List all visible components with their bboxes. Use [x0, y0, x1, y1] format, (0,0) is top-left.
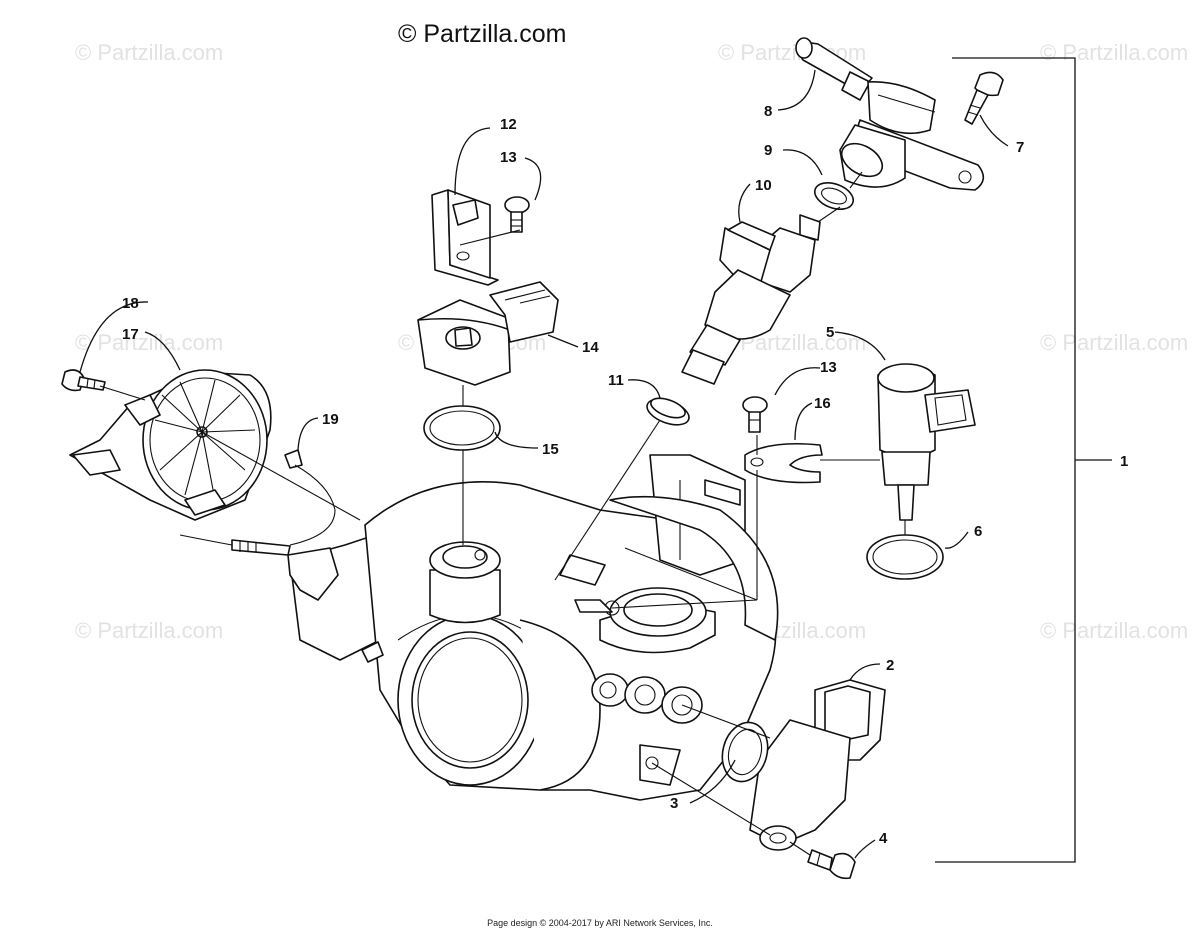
watermark: © Partzilla.com: [75, 618, 224, 643]
o-ring-15: [423, 405, 501, 451]
callout-7: 7: [1016, 139, 1024, 156]
callout-14: 14: [582, 339, 599, 356]
watermark: © Partzilla.com: [1040, 330, 1189, 355]
footer-copyright: Page design © 2004-2017 by ARI Network S…: [487, 918, 713, 928]
o-ring-6: [866, 534, 944, 580]
o-ring-9: [813, 182, 855, 210]
callout-1: 1: [1120, 453, 1128, 470]
callout-labels: 1 2 3 4 5 6 7 8 9 10 11 12 13 13 14 15 1…: [122, 103, 1128, 847]
screw-7: [964, 71, 1004, 125]
fuel-injector: [681, 214, 821, 385]
watermark: © Partzilla.com: [1040, 40, 1189, 65]
watermark: © Partzilla.com: [75, 40, 224, 65]
throttle-body: [287, 454, 779, 801]
callout-16: 16: [814, 395, 831, 412]
sensor-5: [877, 363, 976, 521]
callout-10: 10: [755, 177, 772, 194]
screw-13-top: [504, 196, 530, 233]
screw-4: [807, 849, 856, 880]
partzilla-watermark: © Partzilla.com: [398, 20, 567, 48]
callout-6: 6: [974, 523, 982, 540]
seal-11: [646, 397, 690, 426]
screw-13-right: [742, 396, 768, 433]
leader-lines: [79, 69, 1009, 859]
callout-3: 3: [670, 795, 678, 812]
screw-18: [61, 369, 106, 392]
cable-sensor-19: [179, 449, 336, 556]
callout-13-right: 13: [820, 359, 837, 376]
callout-2: 2: [886, 657, 894, 674]
callout-5: 5: [826, 324, 834, 341]
callout-15: 15: [542, 441, 559, 458]
throttle-cover-17: [69, 369, 272, 521]
watermark: © Partzilla.com: [1040, 618, 1189, 643]
callout-4: 4: [879, 830, 888, 847]
callout-11: 11: [608, 372, 624, 389]
callout-12: 12: [500, 116, 517, 133]
callout-8: 8: [764, 103, 772, 120]
fuel-rail: [795, 37, 985, 191]
throttle-position-sensor-2: [749, 679, 886, 851]
sensor-14: [417, 281, 559, 386]
callout-19: 19: [322, 411, 339, 428]
bracket-clip-12: [431, 189, 499, 286]
o-ring-3: [721, 721, 769, 783]
callout-9: 9: [764, 142, 772, 159]
callout-18: 18: [122, 295, 139, 312]
retainer-clip-16: [744, 442, 823, 484]
callout-17: 17: [122, 326, 139, 343]
callout-13-top: 13: [500, 149, 517, 166]
